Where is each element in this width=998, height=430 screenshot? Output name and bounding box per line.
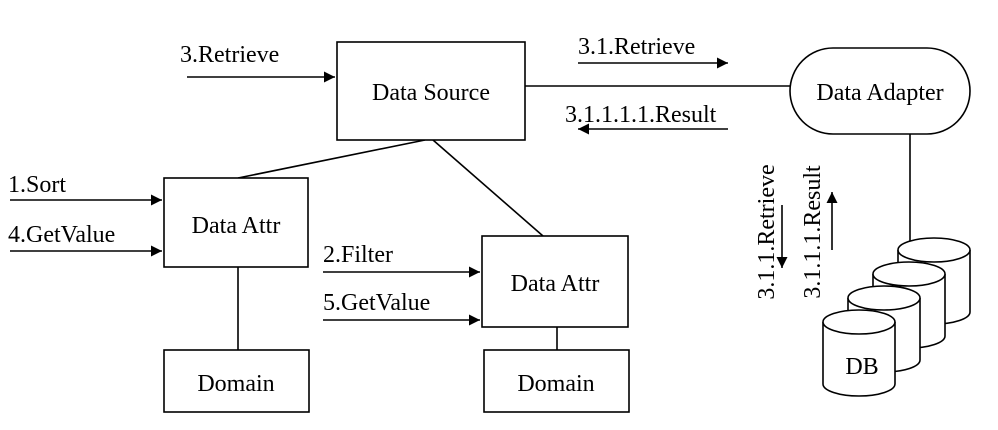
message-retrieve-adapter: 3.1.Retrieve	[578, 34, 728, 69]
data-attr-right-node: Data Attr	[481, 235, 629, 328]
message-retrieve-db: 3.1.1.Retrieve	[754, 164, 788, 300]
message-result-adapter: 3.1.1.1.1.Result	[565, 102, 728, 135]
data-attr-right-label: Data Attr	[511, 271, 600, 297]
message-retrieve: 3.Retrieve	[180, 42, 335, 83]
message-result-db: 3.1.1.1.Result	[800, 165, 838, 299]
message-sort: 1.Sort	[8, 172, 162, 206]
data-adapter-label: Data Adapter	[816, 80, 943, 106]
message-filter-label: 2.Filter	[323, 242, 393, 268]
domain-left-node: Domain	[163, 349, 310, 413]
domain-left-label: Domain	[197, 371, 274, 397]
data-adapter-node: Data Adapter	[789, 47, 971, 135]
db-cylinder-1	[822, 309, 896, 397]
domain-right-label: Domain	[517, 371, 594, 397]
message-sort-label: 1.Sort	[8, 172, 66, 198]
message-retrieve-label: 3.Retrieve	[180, 42, 279, 68]
message-filter: 2.Filter	[323, 242, 480, 278]
message-getvalue-left-label: 4.GetValue	[8, 222, 115, 248]
data-attr-left-label: Data Attr	[192, 213, 281, 239]
link-source-attr-right	[432, 139, 544, 237]
message-getvalue-right: 5.GetValue	[323, 290, 480, 326]
db-label: DB	[845, 354, 878, 380]
message-result-db-label: 3.1.1.1.Result	[800, 165, 826, 299]
db-cylinder-stack: DB	[822, 237, 971, 397]
message-retrieve-db-label: 3.1.1.Retrieve	[754, 164, 780, 299]
message-retrieve-adapter-label: 3.1.Retrieve	[578, 34, 695, 60]
domain-right-node: Domain	[483, 349, 630, 413]
message-getvalue-left: 4.GetValue	[8, 222, 162, 257]
link-source-attr-left	[237, 139, 426, 179]
message-result-adapter-label: 3.1.1.1.1.Result	[565, 102, 717, 128]
data-source-node: Data Source	[336, 41, 526, 141]
data-attr-left-node: Data Attr	[163, 177, 309, 268]
message-getvalue-right-label: 5.GetValue	[323, 290, 430, 316]
data-source-label: Data Source	[372, 80, 490, 106]
